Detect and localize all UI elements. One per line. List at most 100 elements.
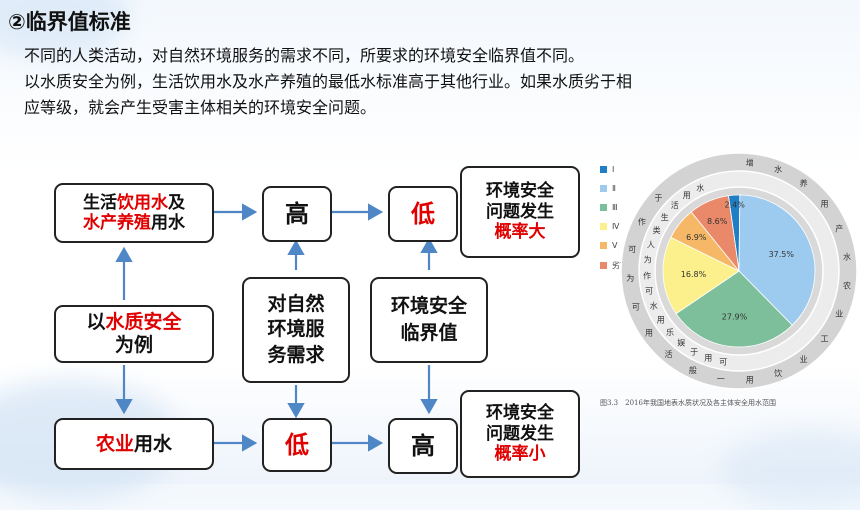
ring-character: 工: [821, 335, 829, 344]
ring-character: 生: [661, 212, 669, 222]
low-top-box: 低: [388, 186, 458, 242]
ring-character: 为: [644, 255, 652, 265]
legend-swatch: [600, 166, 607, 173]
page-title: ②临界值标准: [8, 10, 131, 34]
ring-character: 一: [717, 375, 725, 384]
legend-item: Ⅳ: [600, 222, 619, 231]
ring-character: 乐: [666, 327, 674, 337]
decor-blob: [720, 430, 860, 510]
high-top-box: 高: [262, 186, 332, 242]
example-box: 以水质安全 为例: [54, 305, 214, 363]
legend-item: Ⅱ: [600, 184, 616, 193]
ring-character: 用: [821, 199, 829, 208]
legend-swatch: [600, 223, 607, 230]
paragraph-line-2: 以水质安全为例，生活饮用水及水产养殖的最低水标准高于其他行业。如果水质劣于相: [24, 72, 633, 91]
legend-swatch: [600, 204, 607, 211]
ring-character: 般: [689, 365, 697, 375]
pie-slice-label: 8.6%: [707, 217, 728, 226]
risk-low-line: 问题发生: [486, 423, 554, 444]
living-water-text: 生活: [83, 192, 117, 213]
ring-character: 为: [626, 273, 634, 283]
figure-caption: 图3.3 2016年我国地表水质状况及各主体安全用水范围: [600, 399, 776, 407]
example-text: 为例: [114, 334, 153, 356]
ring-character: 娱: [677, 339, 685, 348]
living-water-box: 生活饮用水及 水产养殖用水: [54, 183, 214, 243]
ring-character: 可: [645, 287, 653, 296]
example-text: 水质安全: [105, 311, 182, 334]
legend-item: Ⅰ: [600, 165, 614, 174]
ring-character: 水: [843, 252, 851, 262]
risk-high-line: 问题发生: [486, 201, 554, 222]
ring-character: 用: [683, 191, 691, 200]
paragraph-line-3: 应等级，就会产生受害主体相关的环境安全问题。: [24, 98, 377, 117]
living-water-text: 水产养殖: [83, 213, 151, 233]
risk-low-box: 环境安全 问题发生 概率小: [460, 390, 580, 478]
ring-character: 活: [671, 200, 679, 210]
risk-low-line: 概率小: [494, 444, 546, 465]
ring-character: 可: [632, 303, 640, 312]
living-water-text: 及: [168, 192, 185, 213]
pie-slice: [662, 236, 740, 315]
ring-character: 水: [774, 164, 782, 174]
pie-slice-label: 37.5%: [769, 250, 795, 259]
ring-character: 可: [628, 245, 636, 254]
threshold-box: 环境安全 临界值: [370, 277, 488, 363]
ring-character: 人: [647, 241, 655, 250]
example-text: 以: [86, 311, 106, 334]
risk-high-box: 环境安全 问题发生 概率大: [460, 166, 580, 258]
pie-slice-label: 6.9%: [686, 233, 707, 242]
ring-character: 可: [719, 358, 727, 367]
legend-swatch: [600, 185, 607, 192]
legend-label: Ⅰ: [612, 165, 615, 174]
risk-high-line: 环境安全: [486, 181, 554, 202]
pie-slice-label: 16.8%: [681, 270, 707, 279]
ring-character: 业: [800, 354, 808, 364]
paragraph-line-1: 不同的人类活动，对自然环境服务的需求不同，所要求的环境安全临界值不同。: [24, 46, 585, 65]
pie-slice: [690, 195, 740, 273]
pie-slice: [675, 270, 793, 348]
threshold-line: 环境安全: [390, 295, 467, 318]
legend-label: Ⅱ: [612, 184, 616, 193]
ring-character: 用: [657, 315, 665, 324]
ring-character: 水: [696, 183, 704, 193]
ring-character: 于: [654, 194, 662, 203]
ring-character: 活: [665, 349, 673, 359]
ring-character: 增: [746, 158, 754, 168]
ring-character: 类: [653, 225, 661, 235]
ring-character: 养: [800, 178, 808, 188]
pie-slice: [738, 194, 816, 326]
legend-swatch: [600, 262, 607, 269]
ring-character: 作: [643, 270, 651, 280]
demand-line: 环境服: [267, 318, 325, 341]
agri-water-text: 用水: [134, 432, 173, 455]
legend-label: Ⅴ: [612, 241, 618, 250]
high-bottom-box: 高: [388, 418, 458, 474]
legend-label: 劣Ⅴ: [612, 261, 626, 270]
risk-high-line: 概率大: [494, 222, 546, 243]
low-bottom-box: 低: [262, 418, 332, 472]
legend-item: 劣Ⅴ: [600, 260, 625, 271]
ring-character: 农: [843, 281, 851, 291]
threshold-line: 临界值: [400, 322, 458, 344]
ring-character: 用: [704, 354, 712, 363]
pie-slice-label: 2.4%: [725, 200, 746, 209]
demand-line: 务需求: [267, 343, 325, 366]
ring-character: 用: [746, 376, 754, 385]
pie-slice-label: 27.9%: [722, 312, 748, 321]
living-water-text: 用水: [151, 213, 185, 233]
legend-label: Ⅳ: [612, 222, 620, 231]
risk-low-line: 环境安全: [486, 403, 554, 424]
living-water-text: 饮用水: [117, 192, 168, 213]
demand-line: 对自然: [267, 292, 325, 315]
ring-character: 业: [835, 309, 843, 319]
legend-label: Ⅲ: [612, 203, 618, 212]
ring-character: 于: [690, 347, 698, 356]
diagram-arrows: [115, 203, 438, 452]
ring-character: 产: [835, 223, 843, 233]
ring-character: 水: [650, 301, 658, 311]
ring-character: 用: [645, 329, 653, 338]
ring-character: 饮: [774, 368, 782, 378]
ring-character: 作: [638, 217, 646, 227]
demand-box: 对自然 环境服 务需求: [242, 277, 350, 383]
legend-swatch: [600, 242, 607, 249]
